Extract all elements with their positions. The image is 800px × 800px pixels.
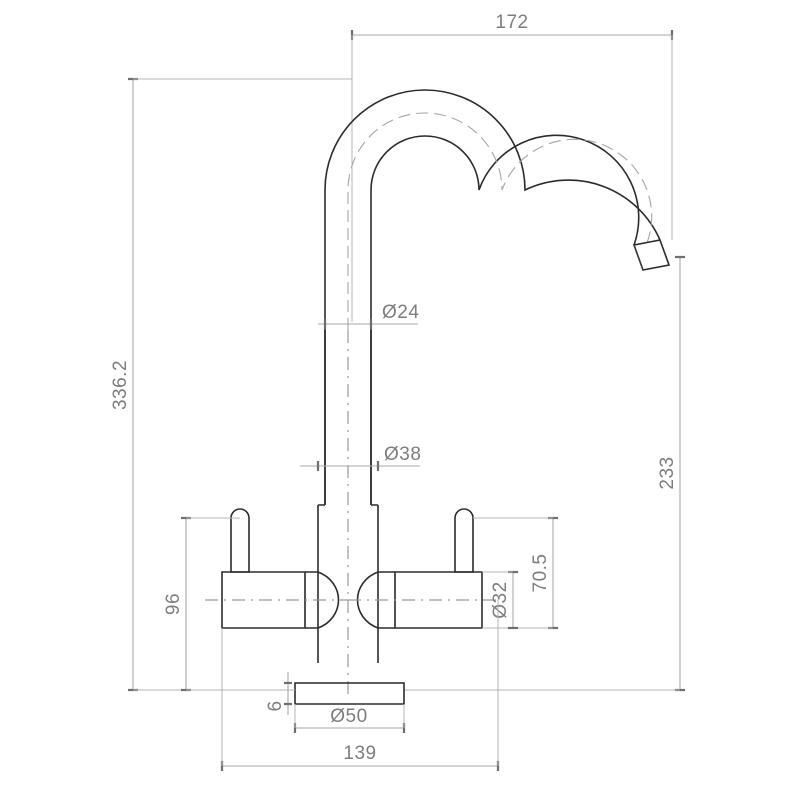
dimension-base-plate-diameter: Ø50 bbox=[293, 704, 406, 733]
dimension-label-overall-height: 336.2 bbox=[110, 360, 131, 410]
dimension-spout-reach: 172 bbox=[350, 12, 674, 322]
left-handle bbox=[205, 508, 348, 629]
vertical-riser bbox=[317, 330, 379, 663]
dimension-label-spout-reach: 172 bbox=[495, 12, 528, 33]
dimension-handle-body-diameter: Ø32 bbox=[482, 570, 518, 630]
dimension-label-base-plate-thickness: 6 bbox=[265, 700, 286, 711]
right-handle bbox=[348, 508, 498, 629]
dimension-label-handle-body-diameter: Ø32 bbox=[490, 581, 511, 618]
dimension-label-base-plate-diameter: Ø50 bbox=[330, 706, 367, 727]
gooseneck-spout bbox=[324, 89, 661, 505]
base-plate bbox=[294, 682, 405, 705]
dimension-label-handle-spread: 139 bbox=[343, 743, 376, 764]
dimension-label-handle-assembly-height: 70.5 bbox=[530, 554, 551, 593]
dimension-spout-outlet-height: 233 bbox=[404, 255, 685, 692]
dimension-base-plate-thickness: 6 bbox=[265, 672, 292, 715]
dimension-label-body-diameter: Ø38 bbox=[384, 444, 421, 465]
dimension-label-handle-top-to-base: 96 bbox=[163, 593, 184, 615]
dimension-handle-spread: 139 bbox=[220, 600, 500, 771]
dimension-body-diameter: Ø38 bbox=[300, 444, 421, 471]
dimension-label-spout-outlet-height: 233 bbox=[657, 456, 678, 489]
spout-outlet bbox=[632, 239, 671, 271]
dimension-overall-height: 336.2 bbox=[110, 77, 352, 692]
dimension-label-spout-tube-diameter: Ø24 bbox=[382, 302, 419, 323]
dimension-spout-tube-diameter: Ø24 bbox=[318, 302, 419, 329]
dimension-handle-top-to-base: 96 bbox=[163, 516, 295, 692]
